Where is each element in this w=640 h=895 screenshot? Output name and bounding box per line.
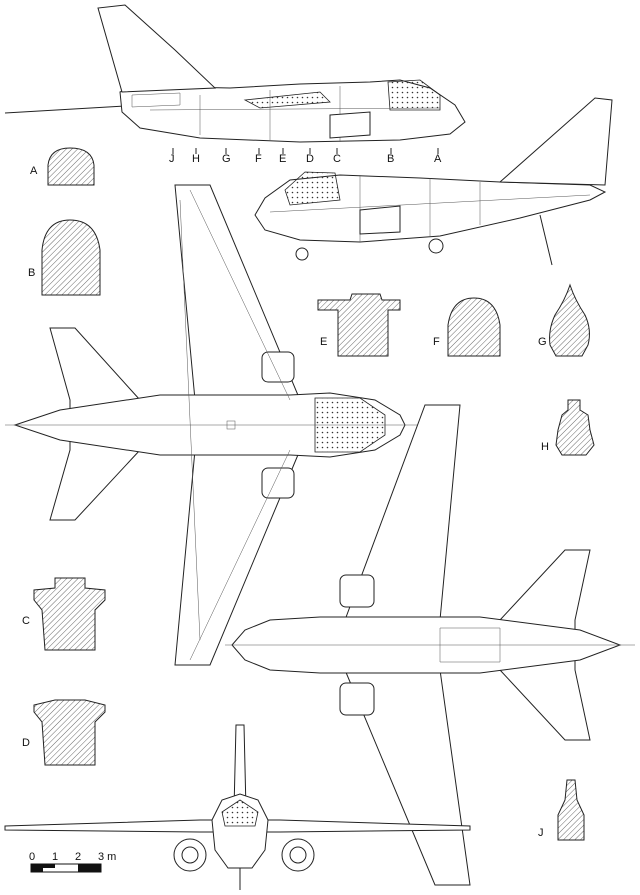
scale-tick-0: 0: [29, 851, 35, 863]
engine-pod-side: [329, 111, 371, 139]
refuel-probe: [4, 105, 126, 114]
section-d: [33, 699, 106, 766]
section-f: [447, 297, 501, 357]
cockpit-canopy-2: [284, 171, 341, 206]
station-markers: J H G F E D C B A: [169, 148, 442, 165]
cross-sections: A B C D E F G H J: [22, 147, 595, 841]
section-e: [317, 293, 401, 357]
section-b: [41, 219, 101, 296]
vertical-tail: [97, 4, 217, 93]
fuselage-side: [119, 79, 466, 143]
engine-nacelle-bottom-left: [339, 574, 375, 608]
station-label-a: A: [434, 153, 442, 165]
station-label-b: B: [387, 153, 394, 165]
station-label-d: D: [306, 153, 314, 165]
wing-root: [243, 91, 331, 109]
station-label-h: H: [192, 153, 200, 165]
section-g-label: G: [538, 336, 547, 348]
main-wheel: [428, 238, 444, 254]
engine-nacelle-top-left: [261, 351, 295, 383]
scale-tick-2: 2: [75, 851, 81, 863]
side-view-right: [254, 97, 613, 266]
cockpit-canopy: [387, 79, 441, 111]
station-label-e: E: [279, 153, 286, 165]
front-view: [4, 724, 471, 890]
section-a-label: A: [30, 165, 38, 177]
section-e-label: E: [320, 336, 327, 348]
nose-wheel: [295, 247, 309, 261]
engine-nacelle-bottom-right: [339, 682, 375, 716]
section-c: [33, 577, 106, 651]
vertical-tail-2: [498, 97, 613, 186]
station-label-g: G: [222, 153, 231, 165]
scale-tick-1: 1: [52, 851, 58, 863]
tailhook: [539, 214, 553, 266]
section-h: [555, 399, 595, 456]
section-h-label: H: [541, 441, 549, 453]
section-a: [47, 147, 95, 186]
top-view: [5, 184, 420, 666]
scale-tick-3: 3 m: [98, 851, 116, 863]
engine-nacelle-top-right: [261, 467, 295, 499]
bottom-view: [225, 404, 635, 886]
section-j: [557, 779, 585, 841]
section-d-label: D: [22, 737, 30, 749]
scale-bar: 0 1 2 3 m: [29, 851, 116, 873]
station-label-f: F: [255, 153, 262, 165]
section-j-label: J: [538, 827, 544, 839]
station-label-j: J: [169, 153, 175, 165]
section-f-label: F: [433, 336, 440, 348]
section-c-label: C: [22, 615, 30, 627]
station-label-c: C: [333, 153, 341, 165]
engine-pod-side-2: [359, 205, 401, 235]
section-b-label: B: [28, 267, 35, 279]
section-g: [549, 283, 590, 357]
side-view-left: [4, 4, 466, 143]
